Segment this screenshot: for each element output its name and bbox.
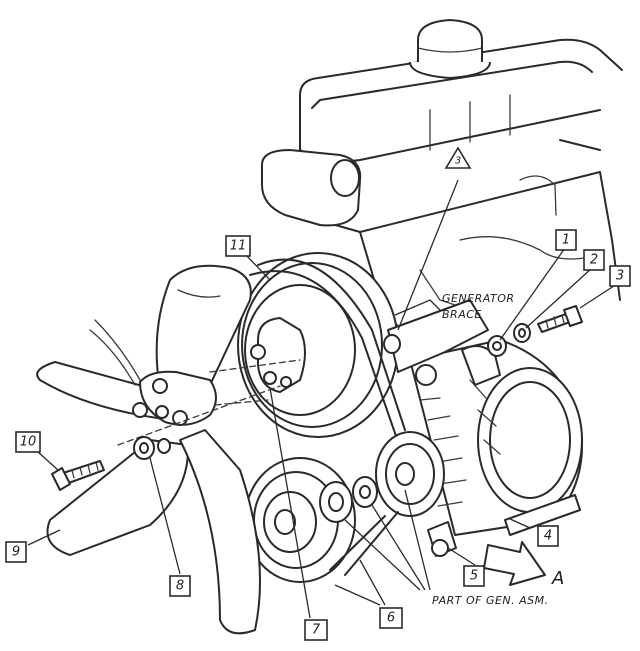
fan-bolt — [51, 460, 105, 491]
centerlines — [117, 359, 301, 446]
crankshaft-pulley — [237, 252, 399, 438]
brace-washers — [487, 323, 531, 357]
callout-7: 7 — [304, 619, 328, 641]
view-arrow-label: A — [551, 568, 565, 589]
callout-2: 2 — [583, 249, 605, 271]
callout-10: 10 — [15, 431, 41, 453]
callout-8-label: 8 — [176, 579, 184, 594]
callout-10-label: 10 — [20, 435, 37, 450]
callout-8: 8 — [169, 575, 191, 597]
callout-2-label: 2 — [590, 253, 598, 268]
fan-washer — [133, 436, 171, 460]
callout-triangle-label: 3 — [455, 156, 461, 167]
callout-1: 1 — [555, 229, 577, 251]
callout-6: 6 — [379, 607, 403, 629]
callout-3: 3 — [609, 265, 631, 287]
callout-11: 11 — [225, 235, 251, 257]
engine-block — [261, 19, 623, 331]
generator-brace-label-line2: BRACE — [442, 308, 482, 321]
callout-9: 9 — [5, 541, 27, 563]
callout-4-label: 4 — [544, 529, 552, 544]
generator — [409, 339, 584, 557]
fan-belt — [249, 258, 406, 576]
callout-triangle: 3 — [444, 146, 472, 169]
pulley-spacers — [319, 476, 378, 523]
generator-pulley — [375, 431, 445, 517]
generator-brace-label-line1: GENERATOR — [442, 292, 515, 305]
part-of-gen-asm-label: PART OF GEN. ASM. — [432, 594, 549, 607]
callout-7-label: 7 — [312, 623, 321, 638]
callout-1-label: 1 — [562, 233, 570, 248]
brace-bolt — [537, 305, 583, 333]
leader-lines — [27, 179, 621, 619]
callout-5-label: 5 — [470, 569, 478, 584]
callout-9-label: 9 — [12, 545, 20, 560]
generator-brace — [383, 299, 489, 373]
callout-5: 5 — [463, 565, 485, 587]
callout-3-label: 3 — [616, 269, 624, 284]
callout-11-label: 11 — [230, 239, 247, 254]
callout-6-label: 6 — [387, 611, 395, 626]
callout-4: 4 — [537, 525, 559, 547]
view-arrow — [483, 541, 546, 586]
